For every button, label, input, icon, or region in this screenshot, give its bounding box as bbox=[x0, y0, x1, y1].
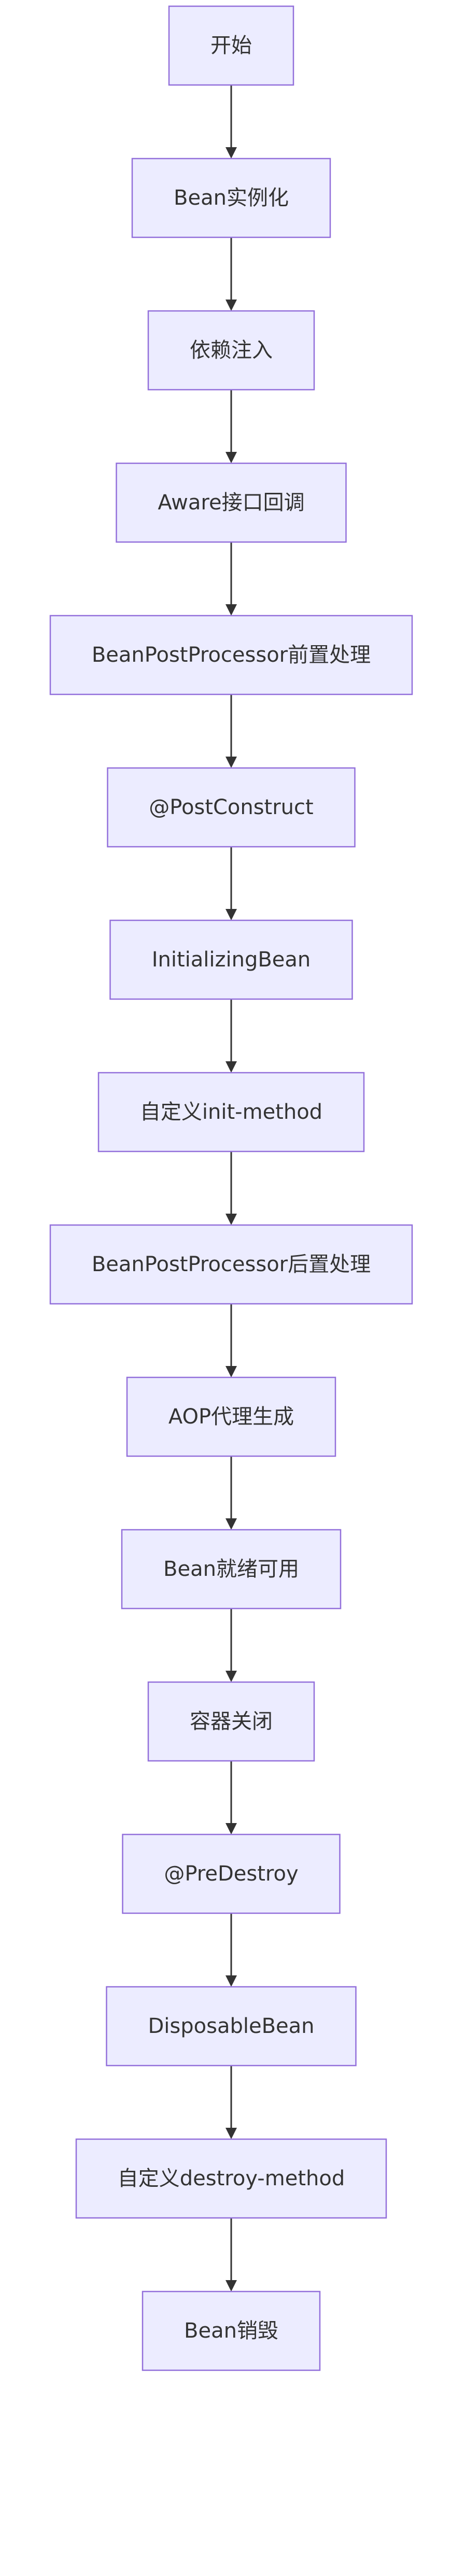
node-label: Aware接口回调 bbox=[158, 491, 304, 515]
flow-node-bpp-before: BeanPostProcessor前置处理 bbox=[49, 615, 413, 695]
flow-edge-container-close-to-pre-destroy bbox=[226, 1761, 237, 1834]
node-box bbox=[109, 919, 353, 1000]
node-label: Bean销毁 bbox=[184, 2319, 278, 2343]
node-box bbox=[107, 767, 356, 848]
flow-node-init-method: 自定义init-method bbox=[97, 1072, 365, 1152]
node-box bbox=[126, 1376, 336, 1457]
node-label: @PreDestroy bbox=[164, 1862, 298, 1886]
arrowhead-icon bbox=[226, 1823, 237, 1834]
arrowhead-icon bbox=[226, 909, 237, 920]
arrowhead-icon bbox=[226, 300, 237, 311]
node-box bbox=[106, 1986, 357, 2067]
flow-edge-pre-destroy-to-disposable-bean bbox=[226, 1913, 237, 1987]
flow-node-post-construct: @PostConstruct bbox=[107, 767, 356, 848]
arrowhead-icon bbox=[226, 2128, 237, 2139]
node-box bbox=[142, 2290, 321, 2371]
flow-node-disposable-bean: DisposableBean bbox=[106, 1986, 357, 2067]
flow-node-ready: Bean就绪可用 bbox=[121, 1529, 342, 1610]
arrowhead-icon bbox=[226, 1671, 237, 1682]
flow-edge-initializing-bean-to-init-method bbox=[226, 999, 237, 1073]
node-box bbox=[131, 158, 331, 238]
arrowhead-icon bbox=[226, 2280, 237, 2292]
flow-node-instantiate: Bean实例化 bbox=[131, 158, 331, 238]
flow-edge-ready-to-container-close bbox=[226, 1609, 237, 1682]
arrowhead-icon bbox=[226, 1518, 237, 1530]
arrowhead-icon bbox=[226, 1214, 237, 1225]
flow-node-bpp-after: BeanPostProcessor后置处理 bbox=[49, 1224, 413, 1305]
flow-edge-instantiate-to-inject bbox=[226, 237, 237, 311]
node-label: DisposableBean bbox=[148, 2014, 315, 2038]
flow-edge-bpp-before-to-post-construct bbox=[226, 694, 237, 768]
flow-node-pre-destroy: @PreDestroy bbox=[122, 1833, 341, 1914]
flow-edge-disposable-bean-to-destroy-method bbox=[226, 2066, 237, 2139]
flow-edge-aop-proxy-to-ready bbox=[226, 1456, 237, 1530]
flow-node-destroyed: Bean销毁 bbox=[142, 2290, 321, 2371]
node-label: BeanPostProcessor前置处理 bbox=[92, 643, 371, 667]
flow-edge-bpp-after-to-aop-proxy bbox=[226, 1304, 237, 1377]
node-label: 自定义init-method bbox=[140, 1100, 322, 1124]
node-label: AOP代理生成 bbox=[168, 1405, 294, 1429]
node-label: 容器关闭 bbox=[190, 1710, 273, 1733]
arrowhead-icon bbox=[226, 1975, 237, 1987]
node-label: 依赖注入 bbox=[190, 338, 273, 362]
node-label: 自定义destroy-method bbox=[118, 2167, 345, 2190]
node-box bbox=[168, 5, 294, 86]
flow-node-initializing-bean: InitializingBean bbox=[109, 919, 353, 1000]
node-box bbox=[147, 310, 315, 391]
flow-edge-post-construct-to-initializing-bean bbox=[226, 847, 237, 920]
flow-edge-destroy-method-to-destroyed bbox=[226, 2218, 237, 2292]
node-label: BeanPostProcessor后置处理 bbox=[92, 1253, 371, 1276]
flow-node-inject: 依赖注入 bbox=[147, 310, 315, 391]
node-box bbox=[97, 1072, 365, 1152]
node-box bbox=[122, 1833, 341, 1914]
flow-node-destroy-method: 自定义destroy-method bbox=[75, 2138, 387, 2219]
flow-edge-init-method-to-bpp-after bbox=[226, 1151, 237, 1225]
flow-edge-inject-to-aware bbox=[226, 390, 237, 463]
edges-layer bbox=[226, 85, 237, 2292]
node-label: InitializingBean bbox=[152, 948, 311, 972]
flow-node-aware: Aware接口回调 bbox=[116, 462, 347, 543]
arrowhead-icon bbox=[226, 452, 237, 463]
flow-edge-start-to-instantiate bbox=[226, 85, 237, 159]
flow-node-container-close: 容器关闭 bbox=[147, 1681, 315, 1762]
node-label: @PostConstruct bbox=[149, 795, 313, 819]
arrowhead-icon bbox=[226, 1366, 237, 1377]
node-label: Bean实例化 bbox=[174, 186, 289, 210]
arrowhead-icon bbox=[226, 147, 237, 159]
node-label: Bean就绪可用 bbox=[163, 1557, 299, 1581]
node-label: 开始 bbox=[210, 34, 252, 58]
flow-node-aop-proxy: AOP代理生成 bbox=[126, 1376, 336, 1457]
node-box bbox=[147, 1681, 315, 1762]
arrowhead-icon bbox=[226, 604, 237, 616]
node-box bbox=[75, 2138, 387, 2219]
node-box bbox=[121, 1529, 342, 1610]
flow-node-start: 开始 bbox=[168, 5, 294, 86]
node-box bbox=[116, 462, 347, 543]
arrowhead-icon bbox=[226, 757, 237, 768]
flow-edge-aware-to-bpp-before bbox=[226, 542, 237, 616]
arrowhead-icon bbox=[226, 1061, 237, 1073]
node-box bbox=[49, 1224, 413, 1305]
node-box bbox=[49, 615, 413, 695]
